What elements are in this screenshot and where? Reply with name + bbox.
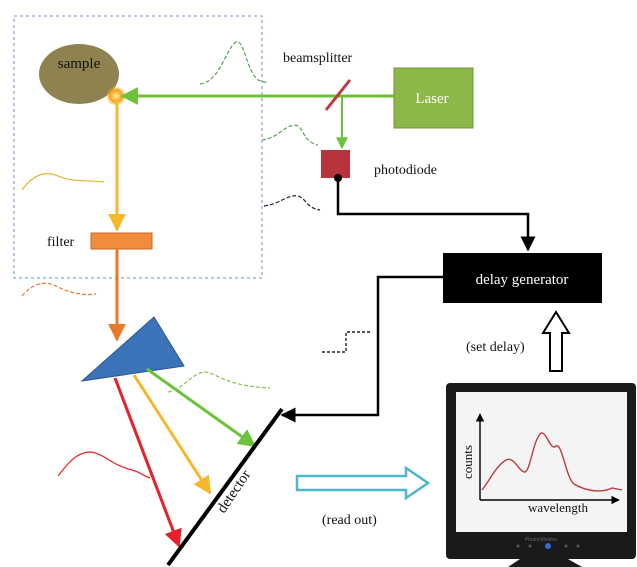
delay-step-icon [322, 331, 372, 353]
filter [90, 232, 153, 250]
photodiode-label: photodiode [374, 163, 437, 178]
monitor-brand: PhotonMonitor [525, 537, 558, 543]
monitor-power-button [545, 543, 551, 549]
spectrum-sketch-orange [21, 282, 97, 297]
prism [80, 316, 185, 382]
read-out-label: (read out) [322, 513, 377, 528]
spectrum-curve [481, 432, 623, 492]
monitor-button-4 [576, 544, 580, 548]
laser-box [393, 67, 474, 129]
dispersed-beam-red [113, 377, 182, 548]
dispersed-beam-green [146, 367, 257, 448]
gate-wire [280, 275, 443, 423]
spectrum-sketch-yellow [21, 173, 105, 191]
monitor-button-3 [564, 544, 568, 548]
spectrum-sketch-black [263, 195, 321, 211]
monitor-stand [508, 559, 582, 567]
filter-label: filter [47, 235, 75, 250]
spectrum-sketch-red [57, 451, 151, 479]
read-out-arrow [295, 465, 431, 501]
photodiode-trigger-wire [336, 178, 536, 252]
photodiode [321, 150, 350, 178]
monitor-button-2 [528, 544, 532, 548]
computer-monitor: PhotonMonitor counts wavelength [446, 383, 636, 567]
sample-enclosure [13, 15, 263, 279]
beamsplitter-label: beamsplitter [283, 51, 353, 66]
spectrum-sketch-green-top [199, 41, 269, 85]
wavelength-label: wavelength [528, 500, 588, 515]
sample-label: sample [58, 56, 101, 72]
counts-label: counts [460, 445, 475, 479]
set-delay-label: (set delay) [466, 340, 525, 355]
sample-ellipse [39, 44, 119, 104]
spectrum-sketch-green-mid [261, 124, 319, 146]
monitor-screen [456, 392, 627, 532]
monitor-button-1 [516, 544, 520, 548]
detector-bar [166, 407, 284, 567]
set-delay-arrow [541, 310, 571, 372]
spectrum-sketch-green-low [167, 371, 271, 393]
beamsplitter [324, 79, 352, 111]
dispersed-beam-yellow [132, 374, 212, 495]
delay-generator-label: delay generator [476, 272, 569, 288]
delay-generator-box [443, 253, 602, 303]
laser-label: Laser [415, 91, 448, 107]
